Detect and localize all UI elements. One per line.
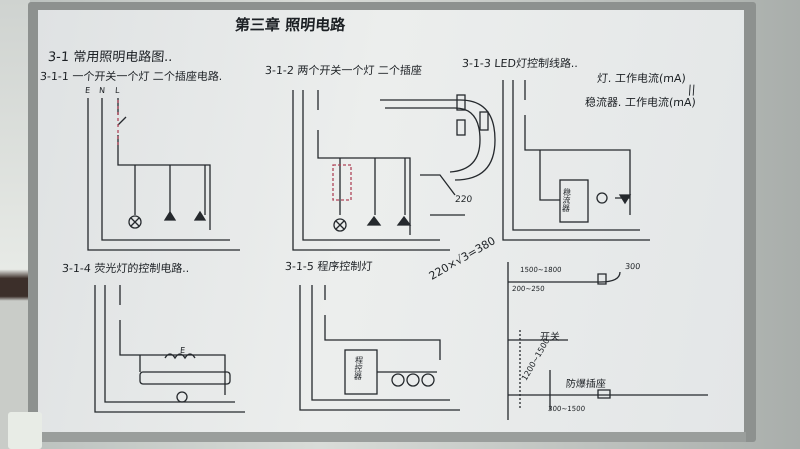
- diagram-title-3-1-5: 3-1-5 程序控制灯: [284, 260, 373, 273]
- ballast-label: E: [179, 346, 186, 355]
- cup: [8, 412, 42, 449]
- diagram-title-3-1-2: 3-1-2 两个开关一个灯 二个插座: [264, 64, 423, 77]
- bus-label-l: L: [114, 86, 120, 95]
- socket-label: 防爆插座: [565, 379, 607, 390]
- height-4: 300~1500: [547, 405, 586, 413]
- diagram-3-1-3: [502, 80, 650, 241]
- height-3: 200~250: [511, 285, 545, 293]
- diagram-title-3-1-1: 3-1-1 一个开关一个灯 二个插座电路.: [39, 70, 223, 83]
- lamp-current-note: 灯. 工作电流(mA): [596, 72, 687, 85]
- diagram-title-3-1-4: 3-1-4 荧光灯的控制电路..: [61, 262, 190, 275]
- whiteboard-surface: [38, 10, 744, 433]
- chapter-title: 第三章 照明电路: [234, 16, 346, 34]
- regulator-box-label: 稳流器: [561, 188, 572, 212]
- bus-label-n: N: [98, 86, 106, 95]
- diagram-title-3-1-3: 3-1-3 LED灯控制线路..: [461, 57, 579, 70]
- diagram-3-1-1: [87, 98, 240, 251]
- voltage-220: 220: [454, 195, 473, 205]
- diagram-wiring-heights: [507, 262, 708, 420]
- diagram-3-1-4: [94, 285, 245, 413]
- height-2: 300: [624, 262, 641, 271]
- regulator-current-note: 稳流器. 工作电流(mA): [584, 96, 697, 109]
- height-5: 1500~1800: [519, 266, 562, 274]
- wall-window: [0, 0, 30, 449]
- diagram-3-1-5: [299, 285, 460, 411]
- marker-tray: [40, 432, 746, 442]
- diagram-3-1-2: [292, 90, 496, 251]
- section-title: 3-1 常用照明电路图..: [47, 50, 174, 65]
- controller-box-label: 程控器: [353, 356, 364, 380]
- bus-label-e: E: [84, 86, 91, 95]
